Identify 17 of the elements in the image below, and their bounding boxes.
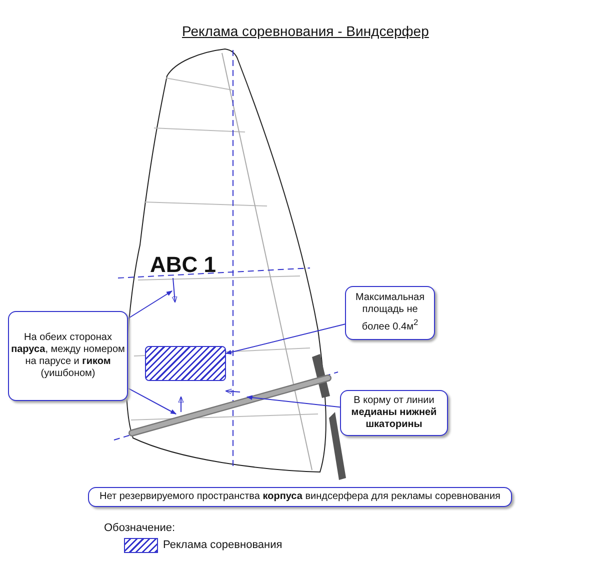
- callout-text: Нет резервируемого пространства корпуса виндсерфера для рекламы соревнования: [100, 491, 500, 503]
- callout-box: [345, 286, 435, 340]
- sail-number: ABC 1: [150, 252, 216, 278]
- callout-text: Максимальная площадь не более 0.4м$^{2}$: [354, 292, 426, 334]
- leader-line: [128, 290, 172, 319]
- leader-line: [246, 395, 340, 408]
- title: Реклама соревнования - Виндсерфер: [182, 23, 429, 39]
- note-box: [88, 487, 512, 507]
- hatched-area: [145, 346, 226, 381]
- callout-text: В корму от линии медианы нижней шкаторины: [350, 395, 438, 431]
- callout-text: На обеих сторонах паруса, между номером на парусе и гиком (уишбоном): [11, 332, 125, 380]
- callout-box: [8, 311, 128, 401]
- leader-line: [128, 388, 177, 414]
- leader-line: [225, 324, 346, 355]
- legend-text: Реклама соревнования: [163, 539, 282, 551]
- callout-box: [340, 390, 448, 436]
- legend-heading: Обозначение:: [104, 522, 176, 534]
